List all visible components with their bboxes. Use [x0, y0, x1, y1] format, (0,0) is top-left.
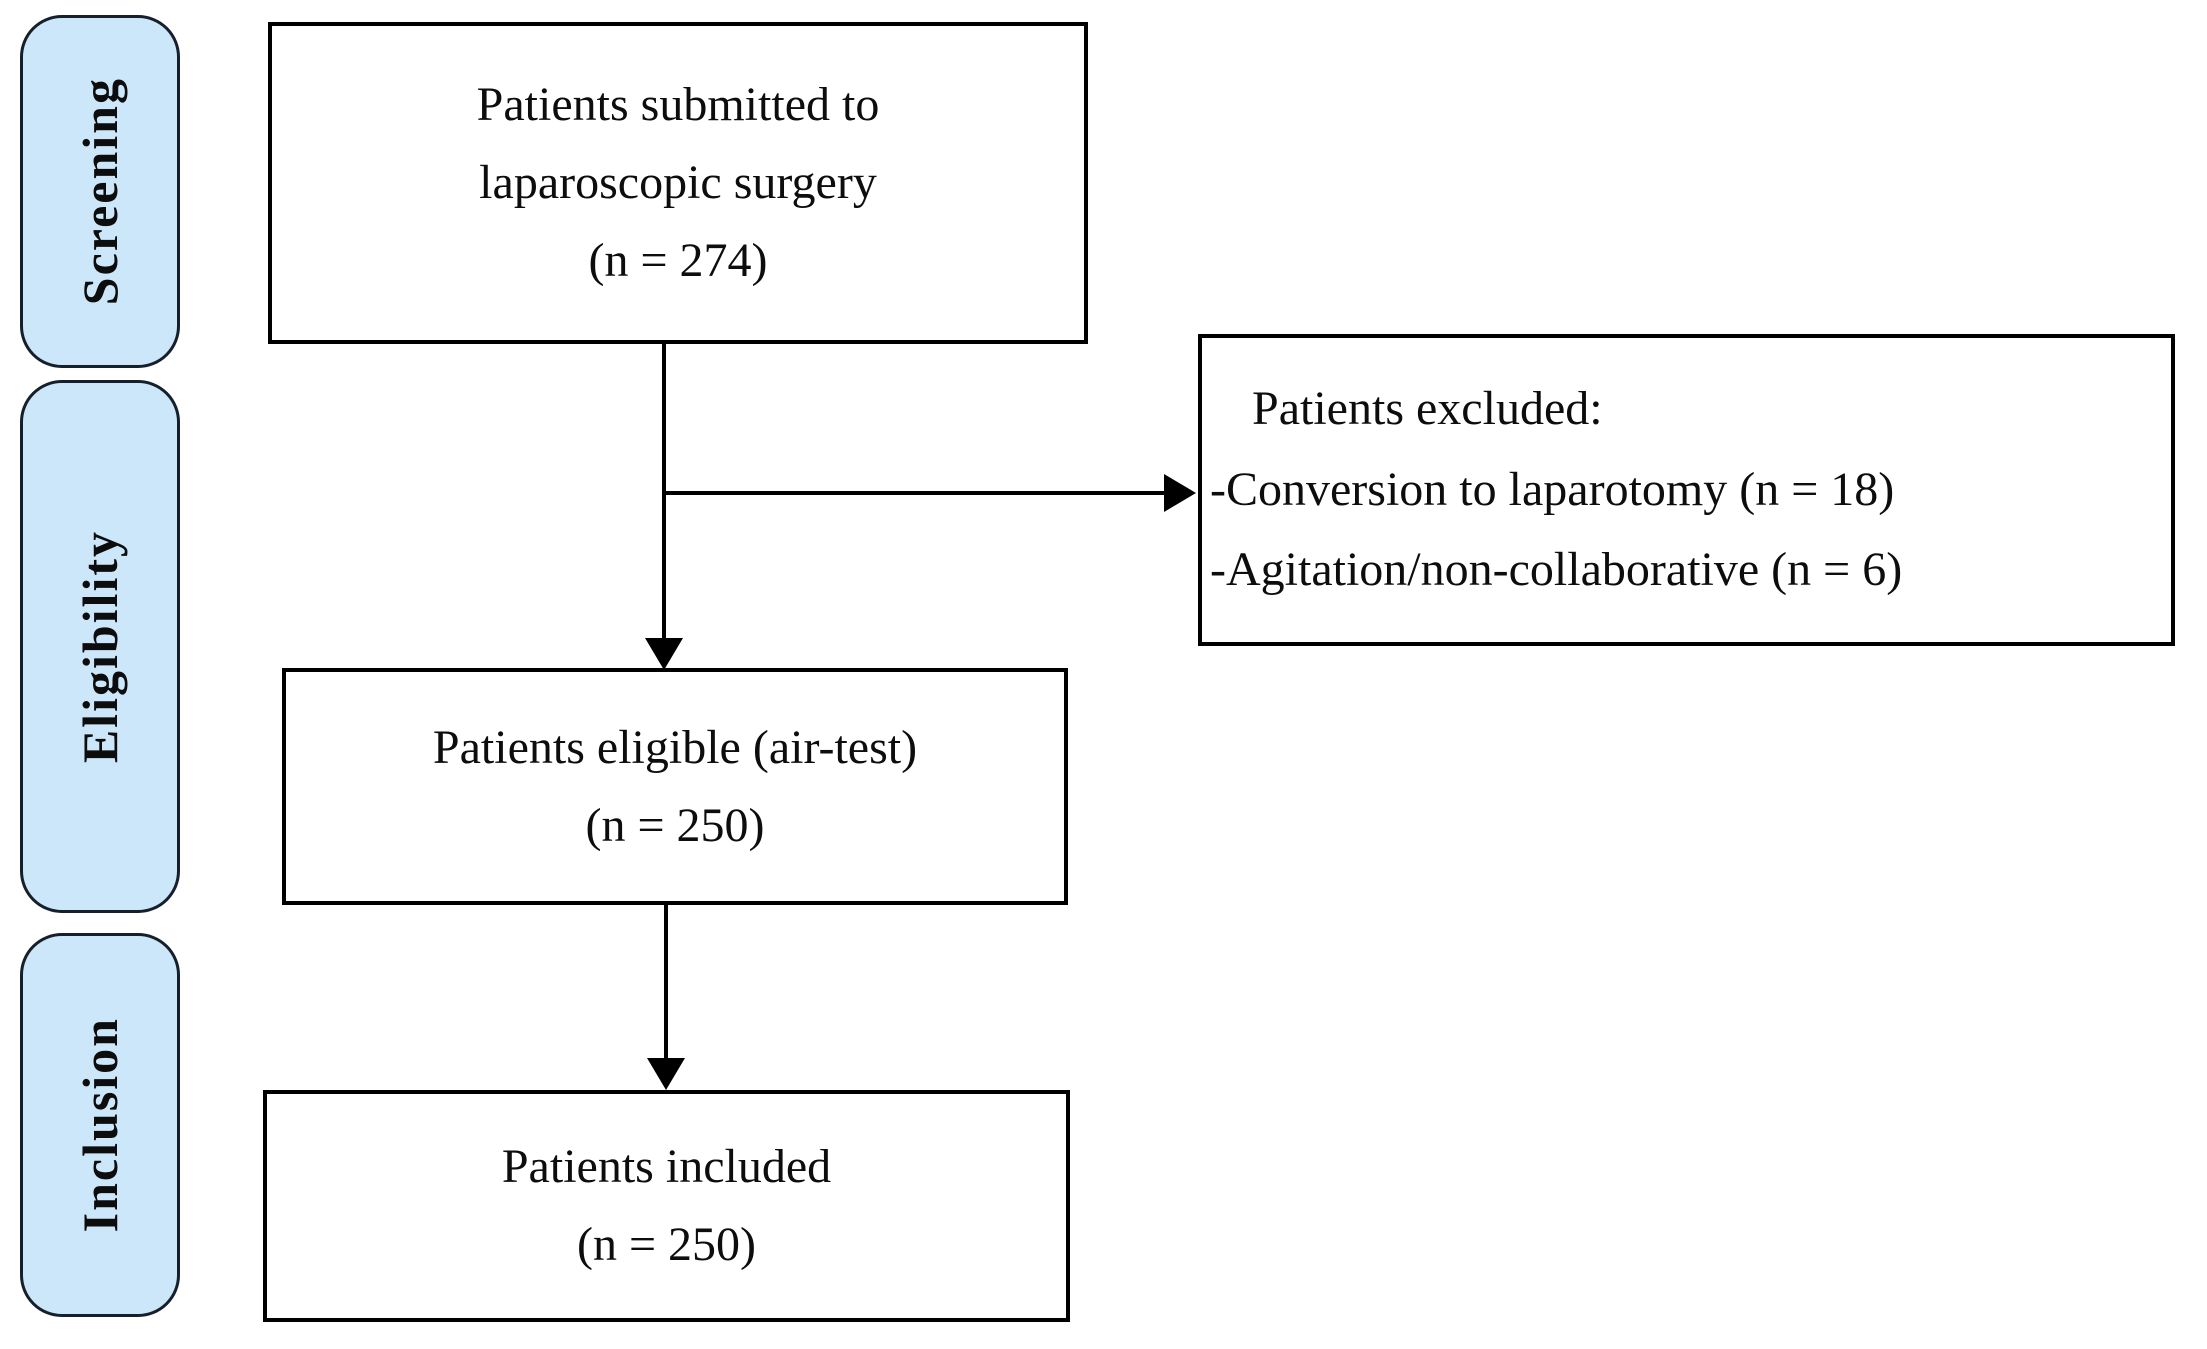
- stage-label-eligibility: Eligibility: [72, 529, 128, 764]
- arrowhead-down-to-eligible-icon: [645, 638, 683, 670]
- box-patients-included-count: (n = 250): [576, 1218, 757, 1271]
- arrowhead-right-to-excluded-icon: [1164, 474, 1196, 512]
- box-patients-eligible-count: (n = 250): [585, 798, 765, 852]
- arrowhead-down-to-included-icon: [647, 1058, 685, 1090]
- box-patients-submitted-line2: laparoscopic surgery: [479, 156, 877, 210]
- connector-to-excluded-line: [664, 491, 1164, 495]
- box-patients-excluded-title: Patients excluded:: [1252, 382, 1603, 436]
- box-patients-submitted-line1: Patients submitted to: [476, 78, 880, 132]
- box-patients-eligible: Patients eligible (air-test) (n = 250): [282, 668, 1068, 905]
- box-patients-included: Patients included (n = 250): [263, 1090, 1070, 1322]
- box-patients-included-line1: Patients included: [501, 1140, 832, 1194]
- box-patients-excluded: Patients excluded: -Conversion to laparo…: [1198, 334, 2175, 646]
- box-patients-submitted: Patients submitted to laparoscopic surge…: [268, 22, 1088, 344]
- box-patients-excluded-item-2: -Agitation/non-collaborative (n = 6): [1210, 543, 1903, 597]
- box-patients-submitted-count: (n = 274): [588, 233, 768, 287]
- connector-eligible-to-included-line: [664, 905, 668, 1060]
- box-patients-eligible-line1: Patients eligible (air-test): [432, 720, 918, 774]
- stage-tab-inclusion: Inclusion: [20, 933, 180, 1317]
- stage-tab-eligibility: Eligibility: [20, 380, 180, 913]
- stage-label-inclusion: Inclusion: [72, 1017, 128, 1233]
- box-patients-excluded-item-1: -Conversion to laparotomy (n = 18): [1210, 462, 1895, 516]
- stage-tab-screening: Screening: [20, 15, 180, 368]
- stage-label-screening: Screening: [72, 77, 128, 306]
